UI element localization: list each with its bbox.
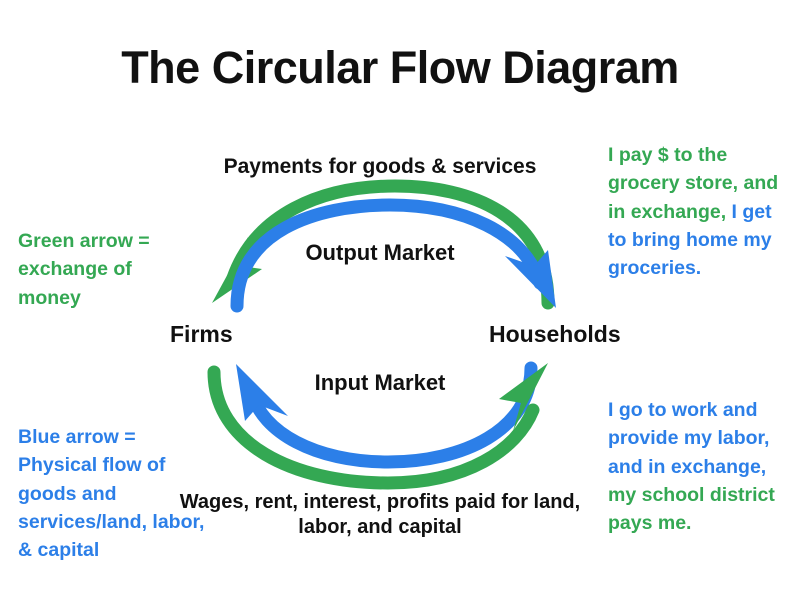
- note-goods-physical-part: I get to bring home my groceries.: [608, 200, 772, 280]
- input-market-label: Input Market: [314, 370, 446, 395]
- page-title: The Circular Flow Diagram: [121, 42, 679, 93]
- arrow-payments-for-goods: [212, 179, 555, 310]
- legend-green-arrow: Green arrow = exchange of money: [18, 230, 150, 309]
- note-labor-exchange: I go to work and provide my labor, and i…: [608, 396, 793, 537]
- bottom-caption: Wages, rent, interest, profits paid for …: [179, 491, 581, 538]
- households-label: Households: [489, 321, 621, 347]
- top-caption: Payments for goods & services: [223, 155, 537, 178]
- firms-label: Firms: [170, 321, 233, 347]
- note-labor-money-part: my school district pays me.: [608, 483, 775, 535]
- arrow-wages-rent-interest-profits: [207, 363, 548, 490]
- note-goods-exchange: I pay $ to the grocery store, and in exc…: [608, 141, 793, 282]
- note-goods-money-part: I pay $ to the grocery store, and in exc…: [608, 144, 779, 223]
- arrow-goods-and-services: [230, 198, 556, 313]
- output-market-label: Output Market: [305, 240, 455, 265]
- arrow-land-labor-capital: [236, 361, 538, 469]
- legend-blue-arrow: Blue arrow = Physical flow of goods and …: [18, 426, 205, 562]
- note-labor-physical-part: I go to work and provide my labor, and i…: [608, 399, 770, 478]
